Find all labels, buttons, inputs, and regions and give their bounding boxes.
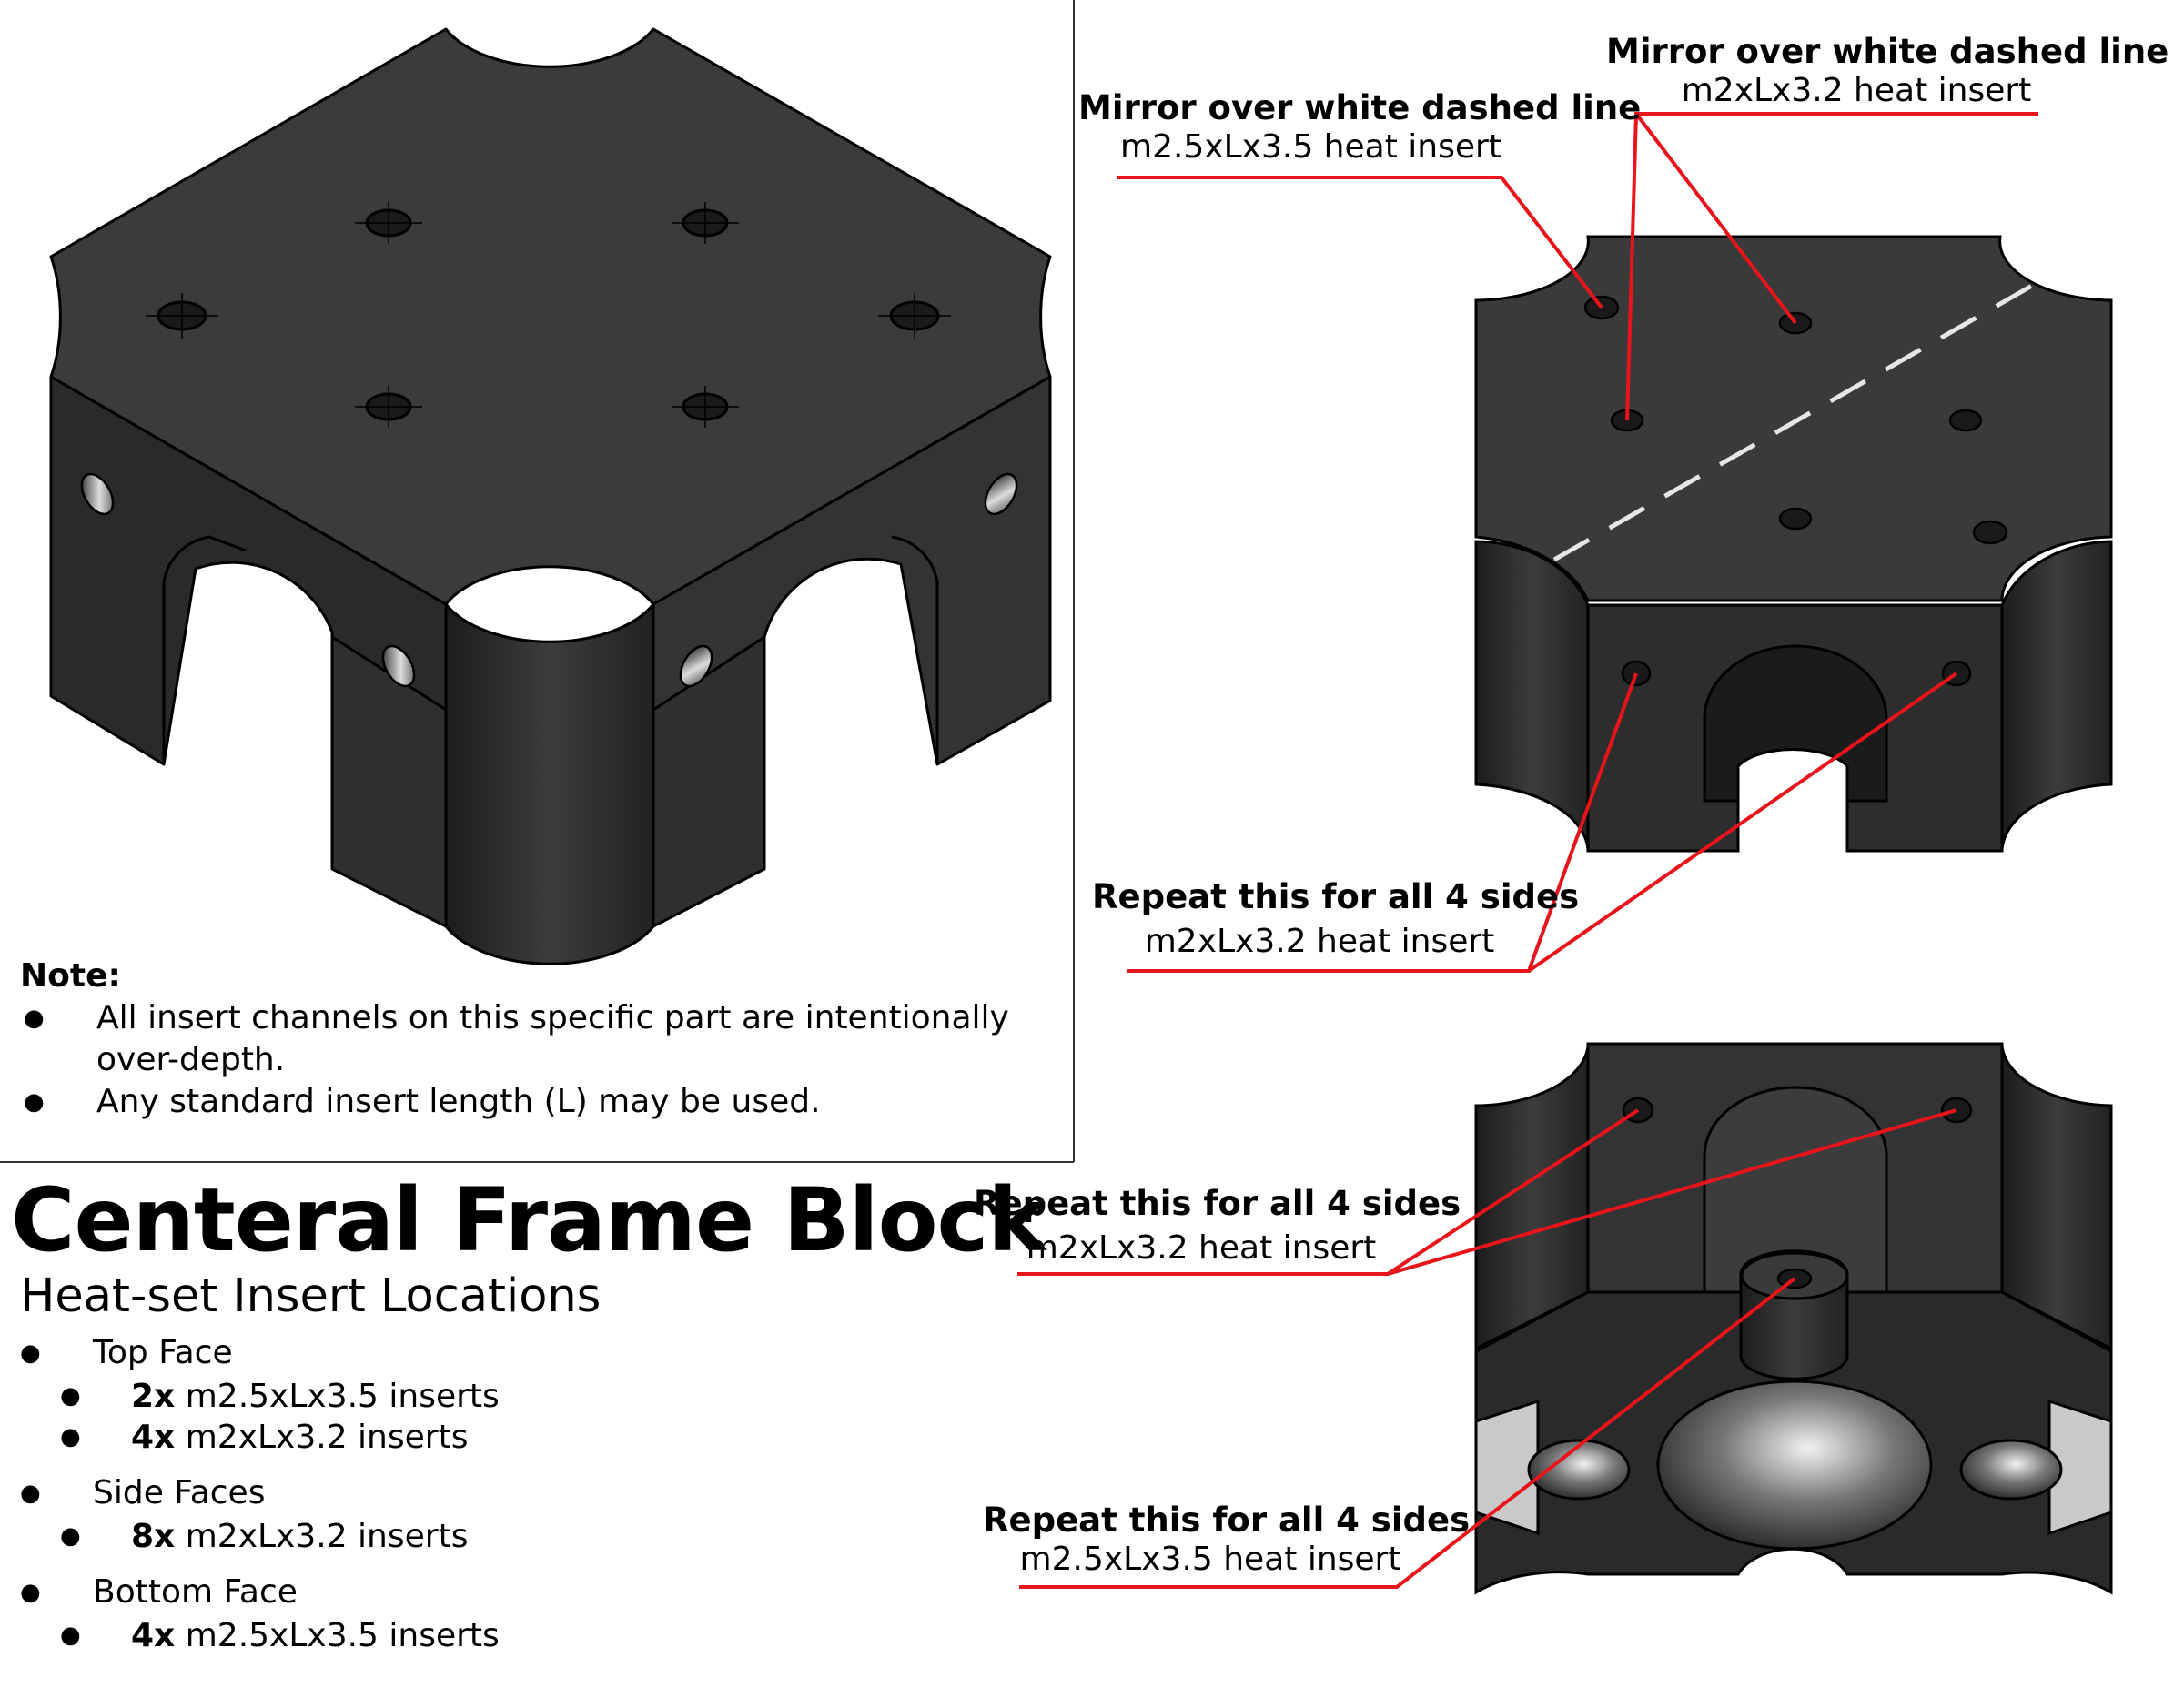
bottom-view-center-bore (1656, 1380, 1933, 1551)
callout-title: Repeat this for all 4 sides (1092, 877, 1580, 916)
callout-sub: m2xLx3.2 heat insert (1681, 71, 2032, 109)
iso-side-holes (80, 472, 1018, 688)
callout-top-right: Mirror over white dashed line m2xLx3.2 h… (1606, 32, 2169, 109)
callout-sub: m2.5xLx3.5 heat insert (1120, 127, 1502, 166)
bottom-view-right-slot (2048, 1399, 2113, 1536)
note-heading: Note: (20, 957, 121, 995)
iso-left-arch (162, 535, 247, 764)
callout-title: Mirror over white dashed line (1078, 88, 1642, 127)
summary-item: 2x m2.5xLx3.5 inserts (20, 1376, 500, 1417)
summary-qty: 4x (131, 1419, 176, 1456)
summary-text: m2.5xLx3.5 inserts (175, 1617, 500, 1654)
mirror-dashed-line (1552, 277, 2045, 562)
callout-title: Repeat this for all 4 sides (974, 1184, 1461, 1223)
note-block: Note: All insert channels on this specif… (20, 955, 1057, 1123)
note-item: Any standard insert length (L) may be us… (20, 1081, 1057, 1123)
iso-top-face (49, 27, 1052, 606)
bottom-view-left-slot (1474, 1399, 1540, 1536)
iso-front-corner (444, 602, 655, 965)
page-subtitle: Heat-set Insert Locations (20, 1269, 602, 1323)
summary-item: 4x m2.5xLx3.5 inserts (20, 1615, 500, 1656)
iso-front-lower-r (652, 635, 766, 928)
callout-title: Repeat this for all 4 sides (983, 1501, 1471, 1540)
summary-face: Side Faces (20, 1471, 500, 1516)
note-item: All insert channels on this specific par… (20, 997, 1057, 1081)
top-view-arch (1703, 644, 1888, 803)
callout-sub: m2.5xLx3.5 heat insert (1019, 1540, 1401, 1578)
iso-right-arch (891, 535, 939, 764)
insert-summary: Top Face 2x m2.5xLx3.5 inserts 4x m2xLx3… (20, 1330, 500, 1669)
callout-top-left: Mirror over white dashed line m2.5xLx3.5… (1078, 88, 1642, 166)
leader-top-left (1117, 176, 1603, 309)
isometric-part-view (49, 27, 1052, 965)
summary-text: m2xLx3.2 inserts (175, 1419, 469, 1456)
leader-bottom-lower (1019, 1277, 1796, 1589)
top-view-face (1474, 235, 2113, 602)
summary-group-top: Top Face 2x m2.5xLx3.5 inserts 4x m2xLx3… (20, 1330, 500, 1458)
summary-group-bottom: Bottom Face 4x m2.5xLx3.5 inserts (20, 1570, 500, 1656)
leader-lines (1017, 112, 2038, 1589)
callout-bottom-upper: Repeat this for all 4 sides m2xLx3.2 hea… (974, 1184, 1461, 1267)
summary-item: 8x m2xLx3.2 inserts (20, 1516, 500, 1557)
callout-title: Mirror over white dashed line (1606, 32, 2169, 71)
summary-item: 4x m2xLx3.2 inserts (20, 1417, 500, 1458)
summary-group-side: Side Faces 8x m2xLx3.2 inserts (20, 1471, 500, 1557)
summary-qty: 2x (131, 1378, 176, 1415)
bottom-view-part (1474, 1042, 2113, 1595)
bottom-view-right-col (2000, 1046, 2113, 1351)
callout-sub: m2xLx3.2 heat insert (1026, 1228, 1377, 1267)
iso-top-hole-crosshairs (146, 202, 951, 428)
note-list: All insert channels on this specific par… (20, 997, 1057, 1123)
summary-text: m2xLx3.2 inserts (175, 1518, 469, 1555)
bottom-view-left-col (1474, 1046, 1590, 1351)
view-frame (0, 0, 1075, 1163)
summary-text: m2.5xLx3.5 inserts (175, 1378, 500, 1415)
summary-qty: 4x (131, 1617, 176, 1654)
top-view-right-side (2000, 540, 2113, 852)
page-title: Centeral Frame Block (11, 1169, 1046, 1271)
top-view-part (1474, 235, 2113, 853)
callout-side: Repeat this for all 4 sides m2xLx3.2 hea… (1092, 877, 1580, 960)
summary-face: Bottom Face (20, 1570, 500, 1615)
summary-face: Top Face (20, 1330, 500, 1376)
callout-bottom-lower: Repeat this for all 4 sides m2.5xLx3.5 h… (983, 1501, 1471, 1578)
callout-sub: m2xLx3.2 heat insert (1144, 922, 1495, 960)
summary-qty: 8x (131, 1518, 176, 1555)
top-view-left-side (1474, 540, 1590, 852)
